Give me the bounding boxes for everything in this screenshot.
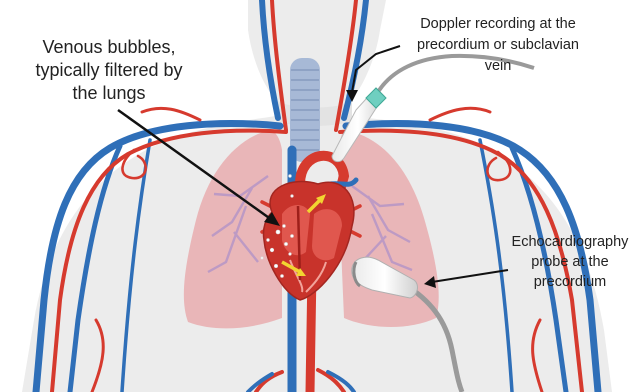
echocardiography-label-line: precordium bbox=[508, 272, 632, 292]
doppler-label-line: Doppler recording at the bbox=[398, 14, 598, 35]
venous-bubbles-label-line: the lungs bbox=[14, 82, 204, 105]
doppler-label-line: vein bbox=[398, 56, 598, 77]
venous-bubbles-label: Venous bubbles, typically filtered by th… bbox=[14, 36, 204, 105]
venous-bubbles-label-line: Venous bubbles, bbox=[14, 36, 204, 59]
echocardiography-label-line: Echocardiography bbox=[508, 232, 632, 252]
doppler-label-line: precordium or subclavian bbox=[398, 35, 598, 56]
venous-bubbles-label-line: typically filtered by bbox=[14, 59, 204, 82]
echocardiography-label-line: probe at the bbox=[508, 252, 632, 272]
doppler-label: Doppler recording at the precordium or s… bbox=[398, 14, 598, 77]
echocardiography-label: Echocardiography probe at the precordium bbox=[508, 232, 632, 292]
